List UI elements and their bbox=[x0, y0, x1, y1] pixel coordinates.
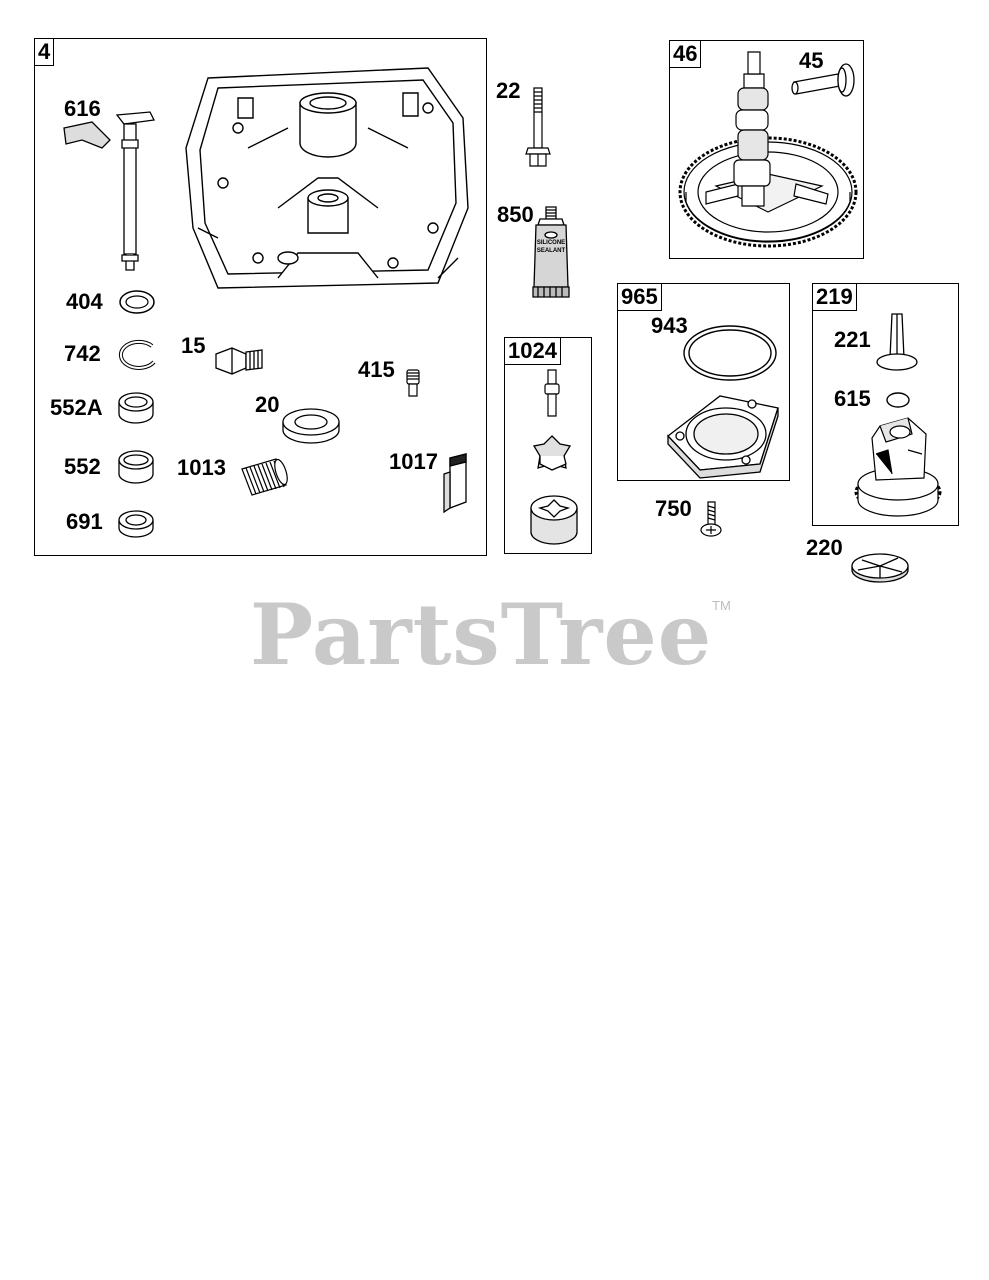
part-label-221: 221 bbox=[834, 327, 871, 352]
seal-691-part[interactable] bbox=[116, 508, 156, 540]
fitting-415-part[interactable] bbox=[402, 366, 424, 402]
governor-cup-221-part[interactable] bbox=[872, 310, 922, 374]
thrust-washer-220-part[interactable] bbox=[848, 548, 912, 586]
group-1024-tag: 1024 bbox=[505, 338, 561, 365]
tappet-45-part[interactable] bbox=[790, 66, 862, 102]
sleeve-552-part[interactable] bbox=[116, 448, 156, 486]
group-46-box: 46 bbox=[669, 40, 864, 259]
group-965-tag: 965 bbox=[618, 284, 662, 311]
part-label-404: 404 bbox=[66, 289, 103, 314]
breather-1017-part[interactable] bbox=[438, 452, 472, 516]
group-1024-box: 1024 bbox=[504, 337, 592, 554]
group-219-box: 219 bbox=[812, 283, 959, 526]
part-label-15: 15 bbox=[181, 333, 206, 358]
part-label-1013: 1013 bbox=[177, 455, 226, 480]
governor-gear-part[interactable] bbox=[852, 414, 944, 520]
trademark-symbol: TM bbox=[712, 598, 731, 613]
group-965-box: 965 bbox=[617, 283, 790, 481]
group-4-box: 4 bbox=[34, 38, 487, 556]
plug-15-part[interactable] bbox=[210, 342, 268, 378]
group-46-tag: 46 bbox=[670, 41, 702, 68]
sealant-label-line-1: SILICONE bbox=[536, 240, 566, 246]
part-label-1017: 1017 bbox=[389, 449, 438, 474]
part-label-750: 750 bbox=[655, 496, 692, 521]
oil-pump-cover-part[interactable] bbox=[660, 390, 784, 474]
part-label-22: 22 bbox=[496, 78, 521, 103]
part-label-943: 943 bbox=[651, 313, 688, 338]
oil-pump-shaft-part[interactable] bbox=[540, 368, 564, 420]
screw-750-part[interactable] bbox=[698, 500, 726, 540]
threaded-insert-1013-part[interactable] bbox=[236, 455, 292, 499]
part-label-850: 850 bbox=[497, 202, 534, 227]
group-4-tag: 4 bbox=[35, 39, 55, 66]
oil-pump-rotor-outer-part[interactable] bbox=[528, 492, 580, 548]
part-label-616: 616 bbox=[64, 96, 101, 121]
camshaft-gear-part[interactable] bbox=[676, 44, 860, 254]
part-label-415: 415 bbox=[358, 357, 395, 382]
partstree-watermark: PartsTree bbox=[250, 585, 713, 684]
oil-pump-rotor-inner-part[interactable] bbox=[530, 432, 574, 476]
part-label-691: 691 bbox=[66, 509, 103, 534]
seal-552A-part[interactable] bbox=[116, 390, 156, 426]
sealant-label-line-2: SEALANT bbox=[536, 248, 566, 254]
washer-615-part[interactable] bbox=[884, 390, 912, 410]
governor-shaft-part[interactable] bbox=[62, 110, 162, 275]
part-label-615: 615 bbox=[834, 386, 871, 411]
e-ring-742-part[interactable] bbox=[112, 338, 160, 372]
part-label-45: 45 bbox=[799, 48, 824, 73]
group-219-tag: 219 bbox=[813, 284, 857, 311]
part-label-552A: 552A bbox=[50, 395, 103, 420]
part-label-20: 20 bbox=[255, 392, 280, 417]
oil-seal-20-part[interactable] bbox=[280, 404, 342, 446]
washer-404-part[interactable] bbox=[117, 288, 157, 316]
part-label-742: 742 bbox=[64, 341, 101, 366]
part-label-552: 552 bbox=[64, 454, 101, 479]
sealant-tube-part[interactable] bbox=[530, 205, 576, 301]
o-ring-943-part[interactable] bbox=[680, 322, 780, 384]
crankcase-cover-part[interactable] bbox=[178, 58, 478, 298]
bolt-22-part[interactable] bbox=[520, 84, 556, 174]
part-label-220: 220 bbox=[806, 535, 843, 560]
